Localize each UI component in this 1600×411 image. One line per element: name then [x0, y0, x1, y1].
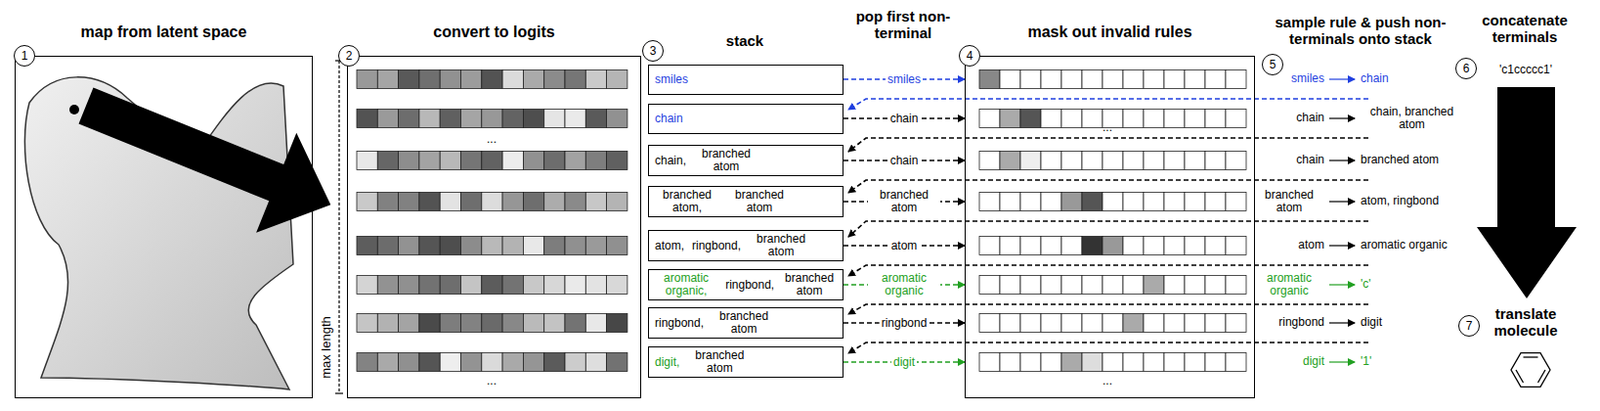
- concatenate-arrow: [1476, 86, 1577, 299]
- logit-cells: [356, 70, 628, 372]
- edge-label: branched atom: [867, 188, 941, 214]
- edge-label: ringbond: [879, 316, 930, 330]
- stack-item: branched atom: [781, 271, 837, 297]
- stack-item: digit,: [654, 355, 680, 369]
- edge-label: chain: [888, 154, 921, 168]
- mask-cells: [979, 70, 1247, 372]
- stack-item: ringbond,: [725, 278, 775, 292]
- callout-number: 6: [1455, 57, 1477, 80]
- rule-lhs: smiles: [1291, 72, 1325, 86]
- callout-number: 2: [338, 44, 360, 67]
- column-header: stack: [726, 33, 764, 50]
- ellipsis: ...: [1102, 121, 1113, 134]
- column-header: concatenate terminals: [1481, 12, 1568, 46]
- panel-box: convert to logits: [346, 55, 642, 398]
- rule-lhs: aromatic organic: [1254, 271, 1325, 298]
- stack-box: chain: [648, 103, 844, 134]
- axis-label: max length: [319, 315, 334, 379]
- edge-label: aromatic organic: [867, 271, 941, 297]
- stack-box: branched atom, branched atom: [648, 185, 844, 217]
- stack-item: smiles: [654, 73, 689, 87]
- rule-lhs: chain: [1296, 153, 1325, 167]
- ellipsis: ...: [486, 374, 497, 388]
- rule-arrows: [1329, 79, 1355, 362]
- stack-item: atom,: [654, 239, 685, 253]
- callout-number: 1: [13, 44, 36, 67]
- rule-rhs: chain, branched atom: [1360, 105, 1464, 131]
- rule-lhs: ringbond: [1278, 315, 1325, 329]
- stack-box: ringbond, branched atom: [648, 306, 844, 338]
- rule-lhs: chain: [1296, 111, 1325, 125]
- stack-box: aromatic organic, ringbond, branched atom: [648, 268, 844, 300]
- ellipsis: ...: [486, 132, 497, 146]
- smiles-string: 'c1ccccc1': [1499, 63, 1553, 77]
- rule-rhs: digit: [1360, 315, 1383, 329]
- callout-number: 5: [1261, 53, 1284, 76]
- panel-box: mask out invalid rules: [964, 55, 1255, 398]
- callout-number: 4: [958, 44, 981, 67]
- stack-box: digit, branched atom: [648, 345, 844, 377]
- ellipsis: ...: [1102, 374, 1113, 388]
- panel-title: map from latent space: [0, 23, 332, 42]
- stack-item: chain: [654, 112, 684, 126]
- rule-rhs: chain: [1360, 72, 1389, 86]
- column-header: sample rule & push non-terminals onto st…: [1267, 14, 1454, 48]
- stack-item: branched atom: [748, 232, 814, 258]
- stack-item: aromatic organic,: [654, 271, 718, 297]
- stack-item: ringbond,: [654, 316, 704, 330]
- decoder-arrow: [65, 55, 351, 255]
- rule-rhs: atom, ringbond: [1360, 194, 1439, 208]
- edge-label: smiles: [885, 73, 923, 87]
- edge-label: digit: [891, 355, 917, 369]
- rule-rhs: '1': [1360, 354, 1372, 368]
- stack-item: chain,: [654, 154, 687, 168]
- column-header: pop first non-terminal: [839, 8, 967, 43]
- rule-rhs: 'c': [1360, 277, 1372, 291]
- rule-lhs: branched atom: [1254, 188, 1325, 215]
- rule-rhs: aromatic organic: [1360, 238, 1448, 252]
- stack-item: ringbond,: [691, 239, 741, 253]
- push-arrows: [848, 98, 1369, 353]
- stack-item: branched atom: [687, 348, 752, 374]
- stack-item: branched atom: [711, 309, 777, 335]
- panel-box: map from latent space: [14, 55, 313, 398]
- callout-number: 3: [642, 40, 664, 62]
- stack-box: chain, branched atom: [648, 144, 844, 175]
- edge-label: atom: [889, 239, 920, 253]
- stack-item: branched atom: [693, 147, 759, 173]
- rule-lhs: atom: [1297, 238, 1325, 252]
- edge-label: chain: [888, 112, 921, 126]
- column-header: translate molecule: [1488, 305, 1563, 340]
- stack-item: branched atom,: [654, 188, 720, 214]
- benzene-molecule: [1511, 352, 1551, 388]
- rule-lhs: digit: [1302, 354, 1325, 368]
- callout-number: 7: [1458, 314, 1480, 337]
- rule-rhs: branched atom: [1360, 153, 1439, 167]
- stack-item: branched atom: [727, 188, 792, 214]
- stack-box: smiles: [648, 64, 844, 95]
- stack-box: atom, ringbond, branched atom: [648, 229, 844, 260]
- panel-title: mask out invalid rules: [946, 23, 1274, 42]
- panel-title: convert to logits: [328, 23, 660, 42]
- max-length-bracket: [335, 60, 344, 393]
- latent-point: [69, 104, 80, 115]
